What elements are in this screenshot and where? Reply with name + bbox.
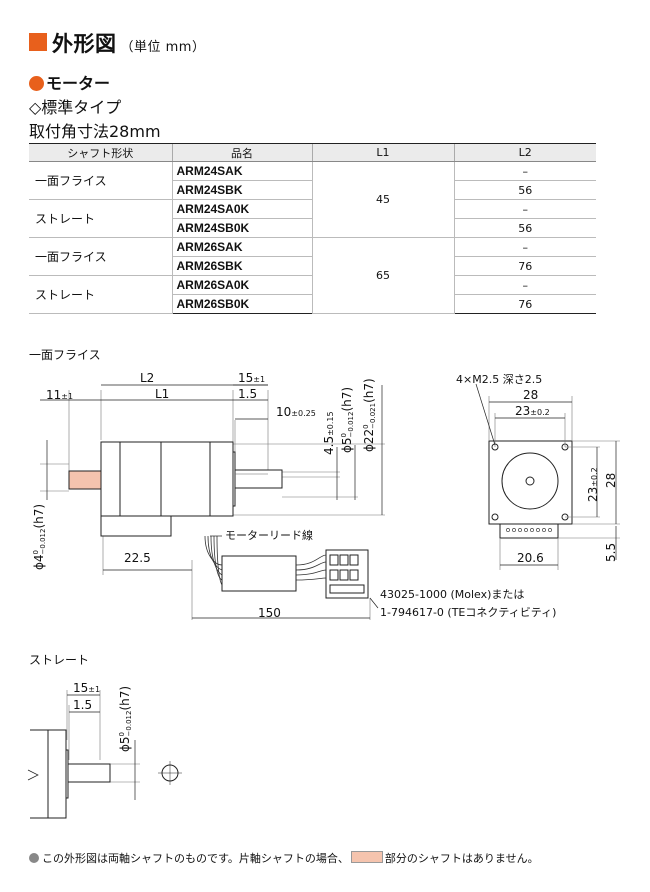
straight-shaft <box>67 763 111 783</box>
dim-phi22: ϕ220−0.021(h7) <box>361 378 377 452</box>
l1-cell: 65 <box>311 237 454 314</box>
model-cell: ARM26SB0K <box>171 294 312 314</box>
table-row: ストレート ARM26SA0K – <box>29 275 596 314</box>
drawing-label-flat: 一面フライス <box>29 348 101 362</box>
dim-phi5: ϕ50−0.012(h7) <box>339 386 355 453</box>
spec-table: シャフト形状 品名 L1 L2 一面フライス ARM24SAK 45 – ARM… <box>29 143 596 314</box>
l2-cell: 76 <box>453 256 596 276</box>
side-view-drawing <box>40 383 620 620</box>
front-dimension-lines <box>475 383 617 566</box>
table-row: ARM26SBK 76 <box>29 256 596 276</box>
col-header: シャフト形状 <box>29 143 172 162</box>
dim-phi5-straight: ϕ50−0.012(h7) <box>117 685 133 752</box>
footnote: この外形図は両軸シャフトのものです。片軸シャフトの場合、部分のシャフトはありませ… <box>29 850 539 866</box>
type-heading: ◇標準タイプ <box>29 98 122 117</box>
dim-28: 28 <box>523 388 539 402</box>
page-title: 外形図（単位 mm） <box>52 32 206 56</box>
connector <box>325 549 369 599</box>
shaft-cell: 一面フライス <box>29 161 172 200</box>
dim-28-vertical: 28 <box>604 472 618 488</box>
straight-motor-body <box>30 729 69 819</box>
front-view <box>488 440 573 539</box>
dim-l2: L2 <box>140 371 155 385</box>
dim-23: 23±0.2 <box>515 404 550 418</box>
l2-cell: 56 <box>453 180 596 200</box>
model-cell: ARM26SBK <box>171 256 312 276</box>
table-row: ARM24SB0K 56 <box>29 218 596 238</box>
shaft-cell: ストレート <box>29 275 172 314</box>
dim-10: 10±0.25 <box>276 405 316 419</box>
model-cell: ARM24SB0K <box>171 218 312 238</box>
title-marker <box>29 33 47 51</box>
model-cell: ARM26SA0K <box>171 275 312 295</box>
table-row: 一面フライス ARM24SAK 45 – <box>29 161 596 238</box>
dim-5-5: 5.5 <box>604 542 618 562</box>
l2-cell: – <box>453 275 596 295</box>
dim-holes: 4×M2.5 深さ2.5 <box>456 373 543 386</box>
extension-lines <box>40 390 385 620</box>
l2-cell: 56 <box>453 218 596 238</box>
lead-sleeve <box>221 555 297 592</box>
dim-23-vertical: 23±0.2 <box>586 467 600 502</box>
front-view-connector-pins <box>506 528 552 532</box>
straight-dimension-lines <box>67 694 136 800</box>
connector-label-1: 43025-1000 (Molex)または <box>380 588 525 601</box>
model-cell: ARM26SAK <box>171 237 312 257</box>
size-heading: 取付角寸法28mm <box>29 122 161 141</box>
break-mark <box>27 769 39 781</box>
table-row: ARM26SB0K 76 <box>29 294 596 314</box>
table-row: ARM24SBK 56 <box>29 180 596 200</box>
model-cell: ARM24SBK <box>171 180 312 200</box>
table-header-row: シャフト形状 品名 L1 L2 <box>29 143 596 162</box>
connector-leader <box>369 597 379 609</box>
col-header: 品名 <box>171 143 312 162</box>
lead-wires <box>204 535 327 586</box>
l2-cell: – <box>453 161 596 181</box>
table-row: 一面フライス ARM26SAK 65 – <box>29 237 596 314</box>
motor-body <box>100 441 236 537</box>
table-row: ストレート ARM24SA0K – <box>29 199 596 238</box>
dim-1-5-straight: 1.5 <box>73 698 93 712</box>
dim-phi4: ϕ40−0.012(h7) <box>31 503 47 570</box>
model-cell: ARM24SA0K <box>171 199 312 219</box>
note-bullet-icon <box>29 853 39 863</box>
dim-15: 15±1 <box>238 371 266 385</box>
col-header: L2 <box>453 143 596 162</box>
dim-20-6: 20.6 <box>517 551 544 565</box>
bullet-icon <box>29 76 44 91</box>
straight-shaft-drawing <box>27 690 182 819</box>
dim-11: 11±1 <box>46 388 74 402</box>
model-cell: ARM24SAK <box>171 161 312 181</box>
dim-4-5: 4.5±0.15 <box>322 411 336 455</box>
connector-label-2: 1-794617-0 (TEコネクティビティ) <box>380 606 557 619</box>
shaft-cell: 一面フライス <box>29 237 172 276</box>
l2-cell: – <box>453 199 596 219</box>
unit-note: （単位 mm） <box>120 40 206 55</box>
category-heading: モーター <box>29 70 110 94</box>
shaft-end-view <box>158 761 182 785</box>
drawing-label-straight: ストレート <box>29 653 90 667</box>
dim-150: 150 <box>258 606 281 620</box>
dim-1-5: 1.5 <box>238 387 258 401</box>
dim-22-5: 22.5 <box>124 551 151 565</box>
shaft-cell: ストレート <box>29 199 172 238</box>
dimension-lines <box>40 384 383 619</box>
l2-cell: 76 <box>453 294 596 314</box>
dim-l1: L1 <box>155 387 170 401</box>
lead-wire-label: モーターリード線 <box>225 529 313 542</box>
l1-cell: 45 <box>311 161 454 238</box>
rear-shaft-highlight <box>68 470 102 490</box>
l2-cell: – <box>453 237 596 257</box>
front-shaft <box>234 469 283 489</box>
dim-15-straight: 15±1 <box>73 681 101 695</box>
shaft-color-swatch <box>350 851 383 863</box>
col-header: L1 <box>311 143 454 162</box>
